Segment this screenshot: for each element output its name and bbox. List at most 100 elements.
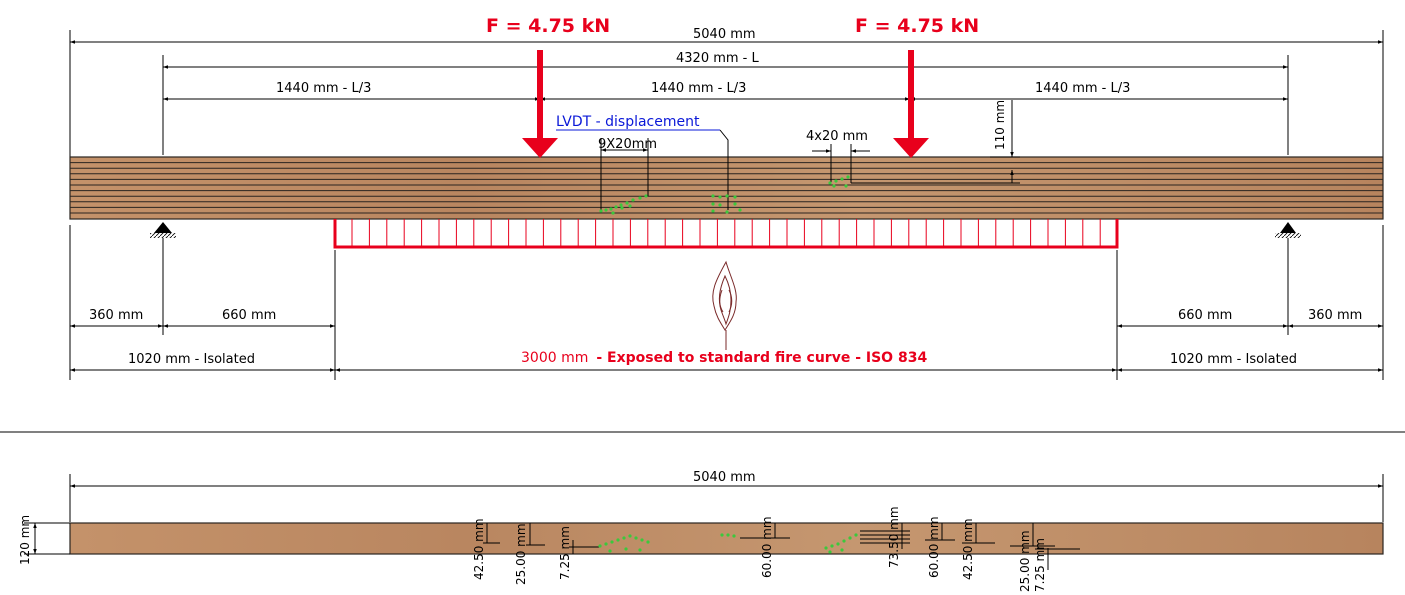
total-length-dimension: 5040 mm [69, 27, 1384, 157]
thermocouple-point [711, 194, 715, 198]
lvdt-annotation: LVDT - displacement [556, 114, 729, 210]
depth-dim-6: 60.00 mm [925, 516, 955, 578]
left-load-arrow [522, 50, 558, 158]
third-mid-label: 1440 mm - L/3 [651, 81, 746, 96]
thermocouple-point [624, 547, 628, 551]
thermocouple-point [840, 177, 844, 181]
right-support [1275, 222, 1301, 335]
left-support [150, 222, 176, 335]
thermocouple-point [733, 195, 737, 199]
thermocouple-point [628, 534, 632, 538]
thermocouple-point [718, 195, 722, 199]
bottom-dimensions: 360 mm 660 mm 660 mm 360 mm 1020 mm - Is… [69, 225, 1384, 380]
depth-label-4: 60.00 mm [760, 516, 774, 578]
thermocouple-point [738, 208, 742, 212]
depth-dim-5: 73.50 mm [860, 506, 910, 568]
depth-label-5: 73.50 mm [887, 506, 901, 568]
thermocouple-point [646, 540, 650, 544]
thermocouple-point [726, 533, 730, 537]
depth-label-7: 42.50 mm [961, 518, 975, 580]
thermocouple-point [604, 542, 608, 546]
thermocouple-point [830, 544, 834, 548]
thermocouple-point [733, 202, 737, 206]
depth-label-6: 60.00 mm [927, 516, 941, 578]
thermocouple-point [842, 539, 846, 543]
group-4x20-annotation: 4x20 mm [806, 129, 1020, 184]
right-isolated-label: 1020 mm - Isolated [1170, 352, 1297, 367]
thermocouple-point [631, 198, 635, 202]
thermocouple-point [840, 548, 844, 552]
thermocouple-point [634, 536, 638, 540]
group-9x20-annotation: 9X20mm [598, 137, 657, 212]
right-force-label: F = 4.75 kN [855, 15, 979, 37]
thermocouple-point [732, 534, 736, 538]
depth-label-8: 25.00 mm [1018, 530, 1032, 592]
thermocouple-point [836, 542, 840, 546]
left-inner-label: 660 mm [222, 308, 276, 323]
thermocouple-point [610, 540, 614, 544]
thermocouple-point [824, 546, 828, 550]
thermocouple-point [638, 548, 642, 552]
third-span-dimensions: 1440 mm - L/3 1440 mm - L/3 1440 mm - L/… [163, 81, 1288, 101]
thermocouple-point [828, 550, 832, 554]
right-load-arrow [893, 50, 929, 158]
thermocouple-point [625, 201, 629, 205]
depth-dim-2: 25.00 mm [514, 523, 545, 585]
thermocouple-point [644, 194, 648, 198]
thermocouple-point [640, 538, 644, 542]
thermocouple-point [622, 536, 626, 540]
exposed-length-label: 3000 mm- Exposed to standard fire curve … [521, 350, 927, 366]
thermocouple-point [846, 175, 850, 179]
depth-110-label: 110 mm [993, 100, 1007, 150]
section-height-dimension: 120 mm [18, 515, 70, 565]
beam-elevation [69, 156, 1384, 220]
span-label: 4320 mm - L [676, 51, 759, 66]
span-dimension: 4320 mm - L [162, 51, 1289, 155]
fire-exposure-ticks [351, 219, 1101, 247]
lvdt-label: LVDT - displacement [556, 114, 700, 130]
third-right-label: 1440 mm - L/3 [1035, 81, 1130, 96]
section-length-dimension: 5040 mm [69, 470, 1384, 522]
thermocouple-point [608, 549, 612, 553]
thermocouple-point [711, 209, 715, 213]
thermocouple-point [599, 209, 603, 213]
thermocouple-point [628, 204, 632, 208]
thermocouple-points-section [598, 533, 858, 554]
thermocouple-point [604, 208, 608, 212]
thermocouple-point [725, 210, 729, 214]
section-length-label: 5040 mm [693, 470, 756, 485]
thermocouple-point [711, 202, 715, 206]
thermocouple-point [638, 196, 642, 200]
depth-dim-4: 60.00 mm [740, 516, 790, 578]
depth-label-1: 42.50 mm [472, 518, 486, 580]
depth-label-9: 7.25 mm [1033, 538, 1047, 592]
thermocouple-point [725, 194, 729, 198]
thermocouple-point [611, 211, 615, 215]
depth-label-2: 25.00 mm [514, 523, 528, 585]
left-isolated-label: 1020 mm - Isolated [128, 352, 255, 367]
thermocouple-points-elevation [599, 175, 850, 215]
depth-110-dimension: 110 mm [990, 100, 1020, 183]
beam-section [69, 522, 1384, 555]
thermocouple-point [828, 181, 832, 185]
thermocouple-point [834, 179, 838, 183]
thermocouple-point [616, 538, 620, 542]
thermocouple-point [598, 544, 602, 548]
depth-dim-9: 7.25 mm [1033, 538, 1080, 592]
thermocouple-point [844, 184, 848, 188]
third-left-label: 1440 mm - L/3 [276, 81, 371, 96]
thermocouple-point [854, 533, 858, 537]
thermocouple-point [609, 207, 613, 211]
fire-exposure-bracket [333, 219, 1119, 249]
depth-label-3: 7.25 mm [558, 526, 572, 580]
depth-dim-8: 25.00 mm [1010, 523, 1055, 592]
group-4x20-label: 4x20 mm [806, 129, 868, 144]
thermocouple-point [720, 533, 724, 537]
flame-icon [712, 260, 737, 350]
depth-dim-1: 42.50 mm [472, 518, 500, 580]
thermocouple-point [620, 206, 624, 210]
right-overhang-label: 360 mm [1308, 308, 1362, 323]
depth-dim-3: 7.25 mm [558, 526, 600, 580]
left-overhang-label: 360 mm [89, 308, 143, 323]
